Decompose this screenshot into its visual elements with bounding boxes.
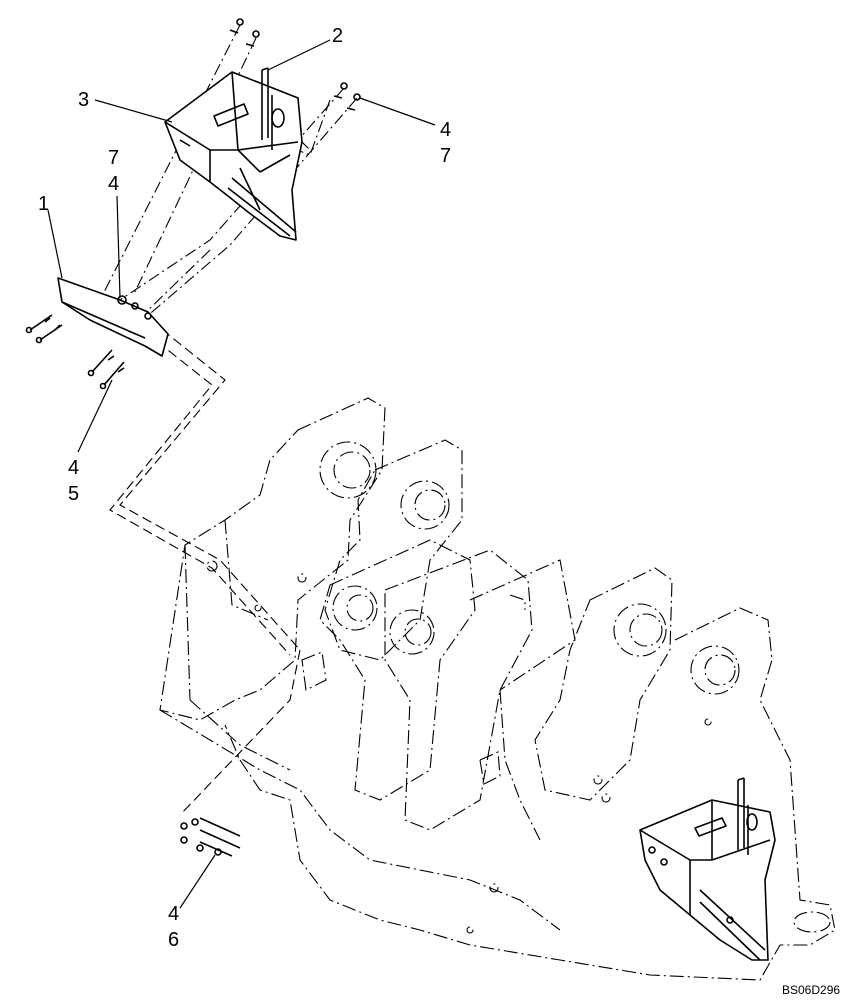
guard-cover-installed bbox=[639, 777, 776, 961]
loader-frame-phantom bbox=[159, 397, 836, 981]
drawing-code: BS06D296 bbox=[782, 983, 840, 997]
callout-4-mid: 4 bbox=[68, 457, 79, 479]
spring-clip bbox=[261, 67, 285, 150]
callout-5: 5 bbox=[68, 483, 79, 505]
callout-4-lower: 4 bbox=[168, 903, 179, 925]
hardware-lower bbox=[180, 817, 241, 857]
callout-7-right: 7 bbox=[440, 145, 451, 167]
callout-1: 1 bbox=[38, 193, 49, 215]
guard-cover-upper bbox=[164, 71, 303, 241]
callout-labels: 2 3 4 7 7 4 1 4 5 4 6 BS06D296 bbox=[38, 25, 840, 997]
callout-4-right: 4 bbox=[440, 119, 451, 141]
callout-2: 2 bbox=[332, 25, 343, 47]
hardware-upper bbox=[229, 18, 361, 111]
callout-7-left: 7 bbox=[108, 147, 119, 169]
callout-3: 3 bbox=[78, 89, 89, 111]
leader-lines bbox=[47, 39, 436, 909]
hardware-left bbox=[25, 314, 125, 390]
side-plate bbox=[57, 277, 169, 357]
hose-route-dashed bbox=[109, 319, 301, 816]
callout-4-left: 4 bbox=[108, 173, 119, 195]
callout-6: 6 bbox=[168, 929, 179, 951]
